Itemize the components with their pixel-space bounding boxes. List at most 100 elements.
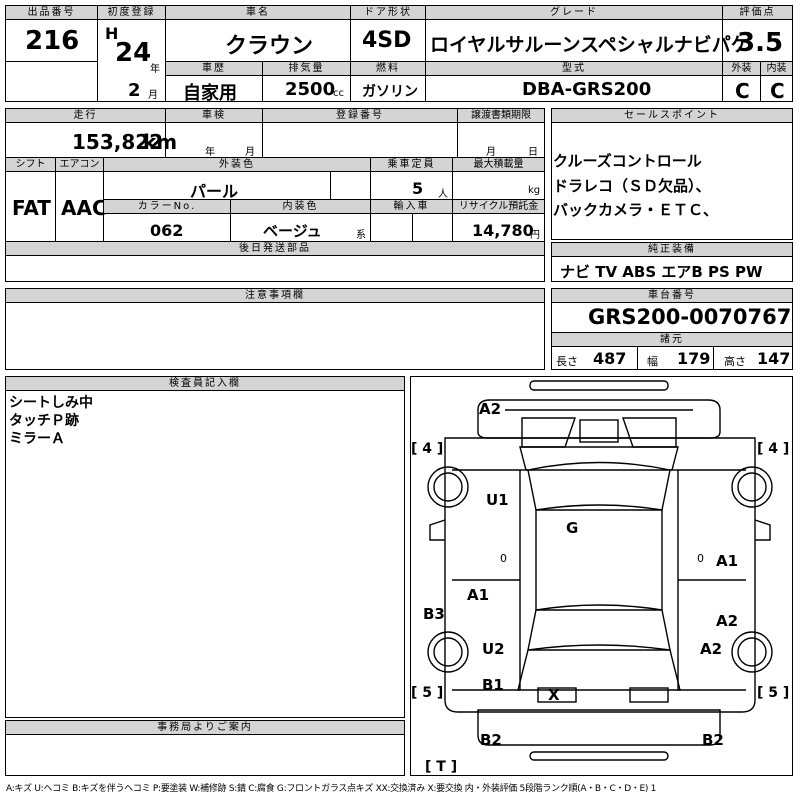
wheel-front-left xyxy=(427,466,469,508)
length-label: 長さ xyxy=(556,355,578,368)
displacement-unit: cc xyxy=(333,88,344,99)
mark-windshield: G xyxy=(566,519,578,537)
inspector-label: 検査員記入欄 xyxy=(6,377,404,391)
tire-rear-right: [ 5 ] xyxy=(757,685,789,701)
load-label: 最大積載量 xyxy=(453,158,544,172)
wheel-front-right xyxy=(731,466,773,508)
mark-front-left-fender: U1 xyxy=(486,491,509,509)
chassis-label: 車台番号 xyxy=(552,289,792,303)
dims-label: 諸元 xyxy=(552,333,792,347)
year-unit: 年 xyxy=(150,64,160,75)
front-bumper-shape xyxy=(529,380,669,391)
color-label: 外装色 xyxy=(104,158,370,172)
type-label: 型式 xyxy=(426,62,722,76)
lot-number: 216 xyxy=(25,26,80,56)
mark-right-front-door: A1 xyxy=(716,552,738,570)
tire-front-right: [ 4 ] xyxy=(757,441,789,457)
fuel-label: 燃料 xyxy=(351,62,425,76)
color-no: 062 xyxy=(150,221,184,240)
sales-line-3: バックカメラ・ＥＴＣ、 xyxy=(553,201,719,219)
inspector-line-3: ミラーＡ xyxy=(9,431,65,447)
front-hood-outline xyxy=(477,399,721,439)
model-label: 車名 xyxy=(166,6,350,20)
tire-rear-left: [ 5 ] xyxy=(411,685,443,701)
grade: ロイヤルサルーンスペシャルナビパケ xyxy=(430,34,750,56)
mark-trunk: B1 xyxy=(482,676,504,694)
chassis-number: GRS200-0070767 xyxy=(588,305,792,329)
chassis-box xyxy=(551,288,793,370)
equipment-box xyxy=(551,242,793,282)
wheel-rear-left xyxy=(427,631,469,673)
load-unit: kg xyxy=(528,185,541,196)
office-label: 事務局よりご案内 xyxy=(6,721,404,735)
mark-rear-bumper-right: B2 xyxy=(702,731,724,749)
mark-right-rear-fender: A2 xyxy=(700,640,722,658)
header-block xyxy=(5,5,793,102)
sales-point-box xyxy=(551,108,793,240)
history: 自家用 xyxy=(183,83,237,104)
equipment-label: 純正装備 xyxy=(552,243,792,257)
mileage: 153,822 xyxy=(72,130,164,154)
recycle-label: リサイクル預託金 xyxy=(453,200,544,214)
inspector-line-1: シートしみ中 xyxy=(9,395,93,411)
history-label: 車歴 xyxy=(166,62,262,76)
transfer-label: 譲渡書類期限 xyxy=(458,109,544,123)
mark-left-front-door: A1 xyxy=(467,586,489,604)
capacity-unit: 人 xyxy=(438,189,448,200)
first-reg-label: 初度登録 xyxy=(98,6,165,20)
legend: A:キズ U:ヘコミ B:キズを伴うヘコミ P:要塗装 W:補修跡 S:錆 C:… xyxy=(6,784,657,794)
int-color-label: 内装色 xyxy=(231,200,370,214)
mark-front-bumper: A2 xyxy=(479,400,501,418)
door-label: ドア形状 xyxy=(351,6,425,20)
details-block xyxy=(5,108,545,282)
color-no-label: カラーNo. xyxy=(104,200,230,214)
int-label: 内装 xyxy=(761,62,792,76)
grade-label: グレード xyxy=(426,6,722,20)
int-color: ベージュ xyxy=(263,222,322,240)
type-code: DBA-GRS200 xyxy=(522,79,652,100)
height: 147 xyxy=(757,349,791,368)
inspector-line-2: タッチＰ跡 xyxy=(9,413,79,429)
int-score: C xyxy=(770,79,785,103)
body-outline xyxy=(444,437,756,713)
capacity: 5 xyxy=(412,179,424,198)
import-label: 輸入車 xyxy=(371,200,452,214)
ext-label: 外装 xyxy=(723,62,760,76)
int-color-unit: 系 xyxy=(356,230,366,241)
rear-bumper-outline xyxy=(477,709,721,746)
mark-rear-bumper-left: B2 xyxy=(480,731,502,749)
height-label: 高さ xyxy=(724,355,746,368)
ac-label: エアコン xyxy=(56,158,103,172)
score: 3.5 xyxy=(737,28,784,58)
fuel: ガソリン xyxy=(362,84,418,100)
shift-label: シフト xyxy=(6,158,55,172)
notes-box xyxy=(5,288,545,370)
capacity-label: 乗車定員 xyxy=(371,158,452,172)
lot-label: 出品番号 xyxy=(6,6,97,20)
shift: FAT xyxy=(12,196,51,220)
recycle: 14,780 xyxy=(472,221,534,240)
transfer-day: 日 xyxy=(528,147,538,158)
month-unit: 月 xyxy=(148,90,158,101)
width-label: 幅 xyxy=(647,355,658,368)
ac: AAC xyxy=(61,196,107,220)
width: 179 xyxy=(677,349,711,368)
model-name: クラウン xyxy=(225,34,314,59)
door-type: 4SD xyxy=(362,28,412,53)
zero-mark-left: 0 xyxy=(500,552,507,565)
recycle-unit: 円 xyxy=(530,230,540,241)
displacement-label: 排気量 xyxy=(263,62,350,76)
equipment-items: ナビ TV ABS エアB PS PW xyxy=(560,263,763,281)
mark-left-sill: B3 xyxy=(423,605,445,623)
reg-number-label: 登録番号 xyxy=(263,109,457,123)
length: 487 xyxy=(593,349,627,368)
mark-left-rear-fender: U2 xyxy=(482,640,505,658)
sales-point-label: セールスポイント xyxy=(552,109,792,123)
office-box xyxy=(5,720,405,776)
inspection-month-unit: 月 xyxy=(245,147,255,158)
tire-front-left: [ 4 ] xyxy=(411,441,443,457)
mark-right-rear-door: A2 xyxy=(716,612,738,630)
car-diagram: A2 U1 G A1 B3 A1 A2 U2 A2 B1 X B2 B2 [ 4… xyxy=(411,380,789,775)
score-label: 評価点 xyxy=(723,6,792,20)
wheel-rear-right xyxy=(731,631,773,673)
